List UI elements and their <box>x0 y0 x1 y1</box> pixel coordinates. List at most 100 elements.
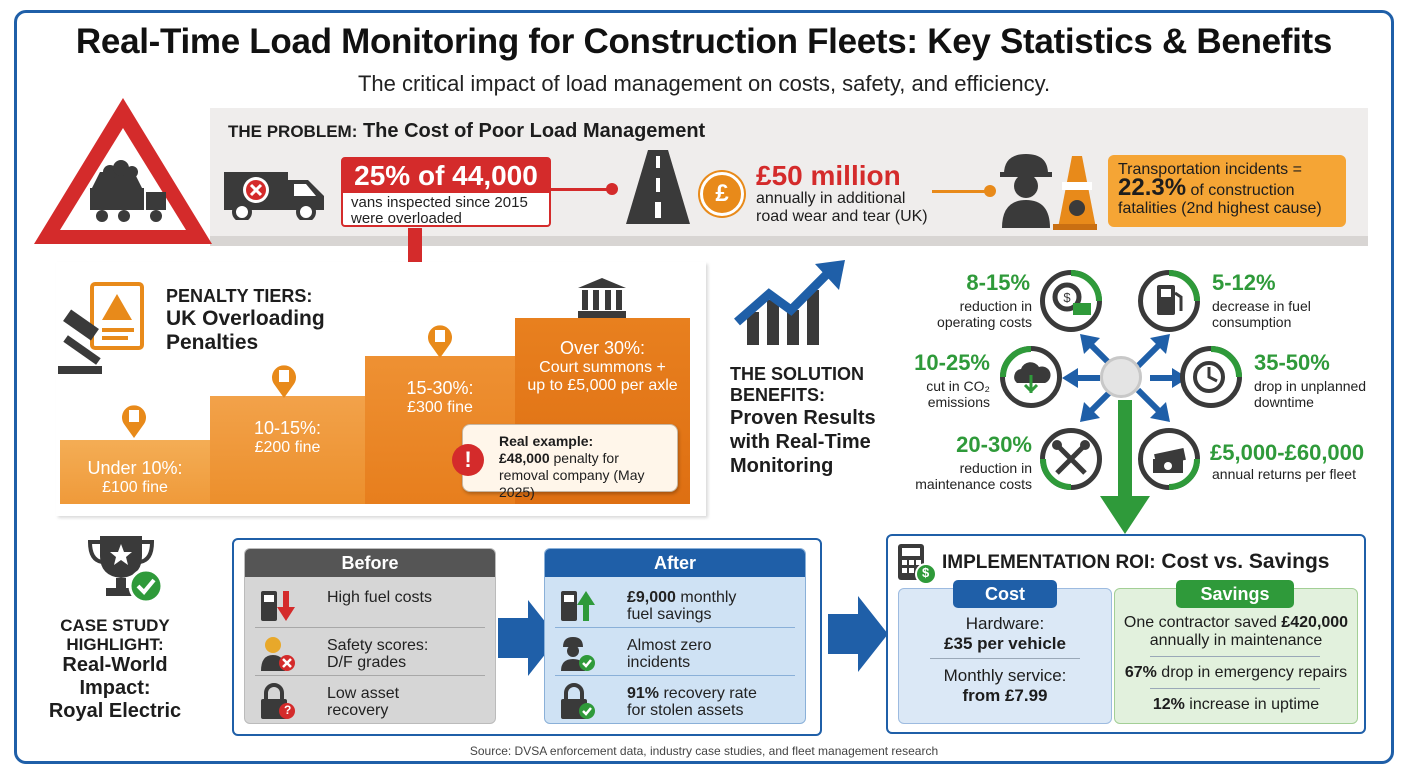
fuel-pump-icon <box>1138 270 1200 332</box>
penalty-tier-label: 10-15%: <box>253 418 322 438</box>
after-text-bold: 91% <box>627 685 660 702</box>
fatalities-stat: Transportation incidents = 22.3% of cons… <box>1108 155 1346 227</box>
savings-line: One contractor saved £420,000 <box>1114 614 1358 632</box>
benefit-text-line: annual returns per fleet <box>1212 466 1356 482</box>
cost-line: Monthly service: <box>943 666 1067 685</box>
warning-truck-icon <box>34 98 212 244</box>
connector-dot-2 <box>984 185 996 197</box>
benefit-value: 20-30% <box>956 432 1032 457</box>
divider <box>1150 688 1320 689</box>
before-header: Before <box>245 549 495 577</box>
penalty-tier-label: 15-30%: <box>406 378 474 398</box>
divider <box>1150 656 1320 657</box>
worker-check-icon <box>561 637 595 671</box>
penalty-tier-fine-2: up to £5,000 per axle <box>527 377 678 394</box>
real-example-value: £48,000 <box>499 450 550 466</box>
solution-title-line4: with Real-Time <box>730 431 871 453</box>
divider <box>930 658 1080 659</box>
benefit-text-line: consumption <box>1212 314 1292 330</box>
roi-title-rest: Cost vs. Savings <box>1155 550 1330 573</box>
road-wear-value: £50 million <box>756 160 901 191</box>
savings-line: 67% drop in emergency repairs <box>1114 664 1358 682</box>
growth-chart-icon <box>734 260 845 345</box>
trophy-icon <box>87 536 164 604</box>
benefit-text-line: downtime <box>1254 394 1314 410</box>
benefit-value: 8-15% <box>966 270 1030 295</box>
fatalities-text: of construction fatalities (2nd highest … <box>1118 182 1322 217</box>
penalty-tier-label: Under 10%: <box>87 458 183 478</box>
solution-title-line3: Proven Results <box>730 407 876 429</box>
cost-tag: Cost <box>953 580 1057 608</box>
savings-value: 67% <box>1124 664 1157 681</box>
courthouse-icon <box>578 278 626 318</box>
calculator-icon <box>898 544 936 584</box>
divider <box>555 675 795 676</box>
question-mark: ? <box>284 703 292 717</box>
before-row-text: High fuel costs <box>327 589 432 606</box>
before-text-line: Low asset <box>327 685 400 702</box>
cost-line: from £7.99 <box>962 686 1048 705</box>
svg-text:$: $ <box>1063 290 1071 305</box>
dollar-symbol: $ <box>922 565 930 580</box>
penalty-tier-fine: £100 fine <box>102 479 168 496</box>
savings-value: 12% <box>1152 696 1185 713</box>
before-row: Safety scores:D/F grades <box>245 629 495 675</box>
lock-question-icon <box>261 683 295 719</box>
case-title-line2: HIGHLIGHT: <box>66 635 164 654</box>
case-study-title: CASE STUDY HIGHLIGHT: Real-World Impact:… <box>30 616 200 723</box>
cost-line: £35 per vehicle <box>944 634 1066 653</box>
document-pin-icon <box>272 365 296 398</box>
fuel-down-icon <box>261 591 295 621</box>
solution-title-line2: BENEFITS: <box>730 385 826 405</box>
transition-arrow-icon-2 <box>828 596 888 672</box>
maintenance-tools-icon <box>1040 428 1102 490</box>
fuel-up-icon <box>561 591 595 621</box>
penalty-tier-2: 10-15%: £200 fine <box>210 396 365 504</box>
benefit-value: 35-50% <box>1254 350 1330 375</box>
penalty-tier-fine: Court summons + <box>539 359 666 376</box>
connector-line-2 <box>932 190 988 193</box>
worker-hazard-icon <box>1000 154 1097 230</box>
benefit-text-line: drop in unplanned <box>1254 378 1367 394</box>
savings-text: increase in uptime <box>1184 696 1320 713</box>
safety-worker-x-icon <box>261 637 295 671</box>
green-down-arrow-icon <box>1100 400 1150 534</box>
pound-coin-icon: £ <box>700 172 744 216</box>
penalty-tier-fine: £300 fine <box>407 399 473 416</box>
overloaded-van-icon <box>224 172 324 220</box>
before-text-line: High fuel costs <box>327 589 432 606</box>
gavel-icon <box>58 282 144 374</box>
fatalities-value: 22.3% <box>1118 174 1187 201</box>
page-title: Real-Time Load Monitoring for Constructi… <box>75 22 1333 61</box>
after-text-line: recovery rate <box>659 685 757 702</box>
penalty-title-line3: Penalties <box>166 331 259 354</box>
savings-value: £420,000 <box>1281 614 1349 631</box>
benefit-text-line: reduction in <box>959 298 1032 314</box>
benefit-text-line: maintenance costs <box>915 476 1032 492</box>
penalty-tier-label: Over 30%: <box>559 338 646 358</box>
before-column: Before High fuel costs Safety scores:D/F… <box>244 548 496 724</box>
operating-costs-icon: $ <box>1040 270 1102 332</box>
overloaded-vans-stat: 25% of 44,000 vans inspected since 2015 … <box>341 157 551 227</box>
problem-band-shadow <box>210 236 1368 246</box>
co2-cloud-icon <box>1000 346 1062 408</box>
problem-lead: THE PROBLEM: <box>228 122 358 141</box>
benefit-text-line: emissions <box>927 394 990 410</box>
transition-arrow-icon <box>498 600 558 676</box>
solution-title: THE SOLUTION BENEFITS: Proven Results wi… <box>730 364 876 478</box>
overloaded-vans-value: 25% of 44,000 <box>343 159 549 193</box>
problem-heading-text: The Cost of Poor Load Management <box>362 120 706 142</box>
savings-tag: Savings <box>1176 580 1294 608</box>
savings-line: 12% increase in uptime <box>1114 696 1358 714</box>
roi-title: IMPLEMENTATION ROI: Cost vs. Savings <box>942 550 1329 574</box>
benefit-value: 5-12% <box>1212 270 1276 295</box>
document-pin-icon <box>122 405 146 438</box>
